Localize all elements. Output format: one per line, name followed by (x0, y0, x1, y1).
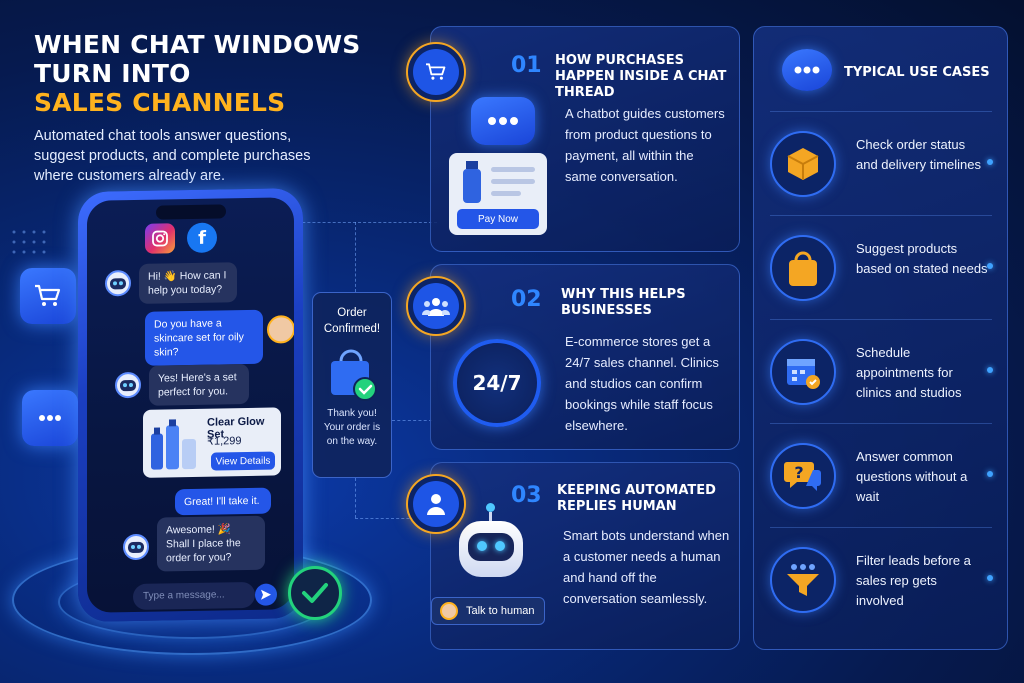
hero-title-line1: WHEN CHAT WINDOWS (34, 30, 361, 59)
panel-03-body: Smart bots understand when a customer ne… (563, 528, 730, 606)
floating-cart-icon (20, 268, 76, 324)
chat-message-bot: Yes! Here's a set perfect for you. (149, 363, 249, 406)
order-confirmed-title: Order Confirmed! (323, 307, 381, 335)
question-chat-icon: ? (770, 443, 836, 509)
pay-now-button[interactable]: Pay Now (457, 209, 539, 229)
connector-dot (987, 159, 993, 165)
connector-top (277, 222, 437, 302)
message-input[interactable]: Type a message... (133, 581, 255, 611)
chat-message-user: Great! I'll take it. (175, 487, 271, 516)
chat-dots-icon (782, 49, 832, 91)
team-step-icon (406, 276, 466, 336)
product-price: ₹1,299 (207, 435, 242, 448)
cart-step-icon (406, 42, 466, 102)
use-case-text: Filter leads before a sales rep gets inv… (856, 553, 971, 608)
use-case-item: ? Answer common questions without a wait (770, 425, 992, 525)
panel-03-title: KEEPING AUTOMATED REPLIES HUMAN (557, 483, 716, 514)
use-case-text: Answer common questions without a wait (856, 449, 968, 504)
payment-card: Pay Now (449, 153, 547, 235)
talk-to-human-button[interactable]: Talk to human (431, 597, 545, 625)
panel-01-number: 01 (511, 53, 542, 78)
connector-dot (987, 575, 993, 581)
success-check-icon (288, 566, 342, 620)
hero-title-line3: SALES CHANNELS (34, 88, 286, 117)
package-icon (770, 131, 836, 197)
calendar-icon (770, 339, 836, 405)
talk-to-human-label: Talk to human (466, 605, 535, 617)
panel-02-number: 02 (511, 287, 542, 312)
connector-bottom (355, 518, 430, 519)
panel-03-number: 03 (511, 483, 542, 508)
panel-03: 03 KEEPING AUTOMATED REPLIES HUMAN Talk … (430, 462, 740, 650)
robot-icon (459, 521, 523, 577)
use-cases-panel: TYPICAL USE CASES Check order status and… (753, 26, 1008, 650)
user-avatar (267, 315, 294, 344)
facebook-icon[interactable]: f (187, 222, 217, 254)
send-button[interactable] (255, 583, 277, 606)
badge-24-7-text: 24/7 (472, 371, 522, 395)
phone-notch (155, 204, 226, 220)
connector-low (355, 478, 356, 518)
panel-01-title: HOW PURCHASES HAPPEN INSIDE A CHAT THREA… (555, 53, 727, 100)
use-cases-title: TYPICAL USE CASES (844, 65, 990, 80)
send-icon (261, 589, 271, 600)
human-avatar (440, 602, 458, 620)
funnel-icon (770, 547, 836, 613)
use-case-item: Suggest products based on stated needs (770, 217, 992, 317)
instagram-icon[interactable] (145, 223, 175, 254)
phone-screen: f Hi! 👋 How can I help you today? Do you… (87, 197, 294, 613)
phone-mockup: f Hi! 👋 How can I help you today? Do you… (78, 188, 303, 622)
use-case-item: Check order status and delivery timeline… (770, 113, 992, 213)
hero-title-line2: TURN INTO (34, 59, 191, 88)
use-case-text: Suggest products based on stated needs (856, 241, 988, 276)
order-confirmed-card: Order Confirmed! Thank you! Your order i… (312, 292, 392, 478)
robot-antenna (483, 503, 497, 522)
chat-bubble-icon (471, 97, 535, 145)
floating-chat-icon (22, 390, 78, 446)
panel-02-title: WHY THIS HELPS BUSINESSES (561, 287, 686, 318)
dot-grid-decoration (12, 230, 46, 254)
shopping-bag-check-icon (331, 349, 377, 401)
connector-mid (392, 420, 432, 421)
connector-vertical (355, 222, 356, 292)
skincare-bottles-icon (151, 419, 196, 470)
connector-dot (987, 471, 993, 477)
clock-24-7-badge: 24/7 (453, 339, 541, 427)
bot-avatar (115, 371, 141, 399)
panel-02: 02 WHY THIS HELPS BUSINESSES 24/7 E-comm… (430, 264, 740, 450)
use-case-item: Filter leads before a sales rep gets inv… (770, 529, 992, 629)
bot-avatar (105, 270, 131, 297)
panel-01: 01 HOW PURCHASES HAPPEN INSIDE A CHAT TH… (430, 26, 740, 252)
product-card[interactable]: Clear Glow Set ₹1,299 View Details (143, 407, 281, 478)
connector-dot (987, 367, 993, 373)
svg-text:?: ? (794, 463, 803, 482)
panel-02-body: E-commerce stores get a 24/7 sales chann… (565, 334, 719, 433)
hero-subtitle: Automated chat tools answer questions, s… (34, 128, 311, 184)
chat-message-bot: Awesome! 🎉 Shall I place the order for y… (157, 515, 265, 572)
use-case-text: Check order status and delivery timeline… (856, 137, 982, 172)
view-details-button[interactable]: View Details (211, 451, 275, 471)
order-confirmed-body: Thank you! Your order is on the way. (323, 408, 381, 447)
use-case-item: Schedule appointments for clinics and st… (770, 321, 992, 421)
connector-dot (987, 263, 993, 269)
person-step-icon (406, 474, 466, 534)
bot-avatar (123, 533, 149, 561)
chat-message-user: Do you have a skincare set for oily skin… (145, 309, 263, 366)
hero-title: WHEN CHAT WINDOWS TURN INTO SALES CHANNE… (34, 30, 364, 117)
panel-01-body: A chatbot guides customers from product … (565, 106, 725, 184)
shopping-bag-icon (770, 235, 836, 301)
bottle-icon (463, 161, 481, 203)
use-case-text: Schedule appointments for clinics and st… (856, 345, 962, 400)
chat-message-bot: Hi! 👋 How can I help you today? (139, 262, 237, 304)
